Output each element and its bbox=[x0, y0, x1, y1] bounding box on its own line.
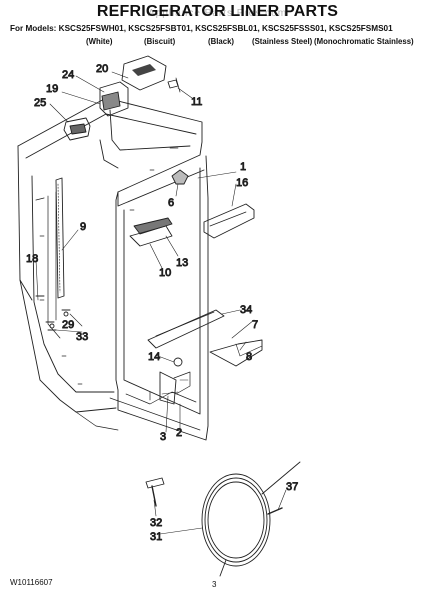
callout-20: 20 bbox=[96, 63, 108, 75]
control-housing-parts bbox=[63, 55, 181, 141]
callout-37: 37 bbox=[286, 481, 298, 493]
color-white: (White) bbox=[86, 37, 113, 46]
color-stainless-steel: (Stainless Steel) bbox=[252, 37, 313, 46]
callout-7: 7 bbox=[252, 319, 258, 331]
callout-24: 24 bbox=[62, 69, 74, 81]
callout-34: 34 bbox=[240, 304, 252, 316]
callout-32: 32 bbox=[150, 517, 162, 529]
callout-3: 3 bbox=[160, 431, 166, 443]
callout-8: 8 bbox=[246, 351, 252, 363]
callout-19: 19 bbox=[46, 83, 58, 95]
callout-16: 16 bbox=[236, 177, 248, 189]
callout-10: 10 bbox=[159, 267, 171, 279]
water-tubing bbox=[145, 461, 301, 577]
rail-part bbox=[55, 177, 65, 299]
callout-2: 2 bbox=[176, 427, 182, 439]
callout-31: 31 bbox=[150, 531, 162, 543]
page-title: REFRIGERATOR LINER PARTS bbox=[96, 3, 339, 20]
callout-29: 29 bbox=[62, 319, 74, 331]
callout-33: 33 bbox=[76, 331, 88, 343]
liner-box bbox=[17, 97, 209, 441]
watermark-text: Appliance Parts Pros.com bbox=[147, 8, 288, 19]
color-black: (Black) bbox=[208, 37, 234, 46]
callout-9: 9 bbox=[80, 221, 86, 233]
models-line: For Models: KSCS25FSWH01, KSCS25FSBT01, … bbox=[10, 24, 393, 33]
right-parts bbox=[129, 169, 263, 405]
callout-13: 13 bbox=[176, 257, 188, 269]
callout-11: 11 bbox=[191, 96, 202, 108]
page-number: 3 bbox=[212, 580, 217, 589]
screws-left bbox=[35, 197, 71, 331]
callout-14: 14 bbox=[148, 351, 160, 363]
callout-18: 18 bbox=[26, 253, 38, 265]
callout-25: 25 bbox=[34, 97, 46, 109]
callout-1: 1 bbox=[240, 161, 246, 173]
color-biscuit: (Biscuit) bbox=[144, 37, 176, 46]
document-number: W10116607 bbox=[10, 578, 53, 587]
leader-lines bbox=[35, 71, 287, 535]
color-monochromatic-stainless: (Monochromatic Stainless) bbox=[314, 37, 414, 46]
callout-numbers: 20 24 19 25 11 1 16 6 9 18 13 10 34 29 3… bbox=[26, 63, 299, 544]
callout-6: 6 bbox=[168, 197, 174, 209]
